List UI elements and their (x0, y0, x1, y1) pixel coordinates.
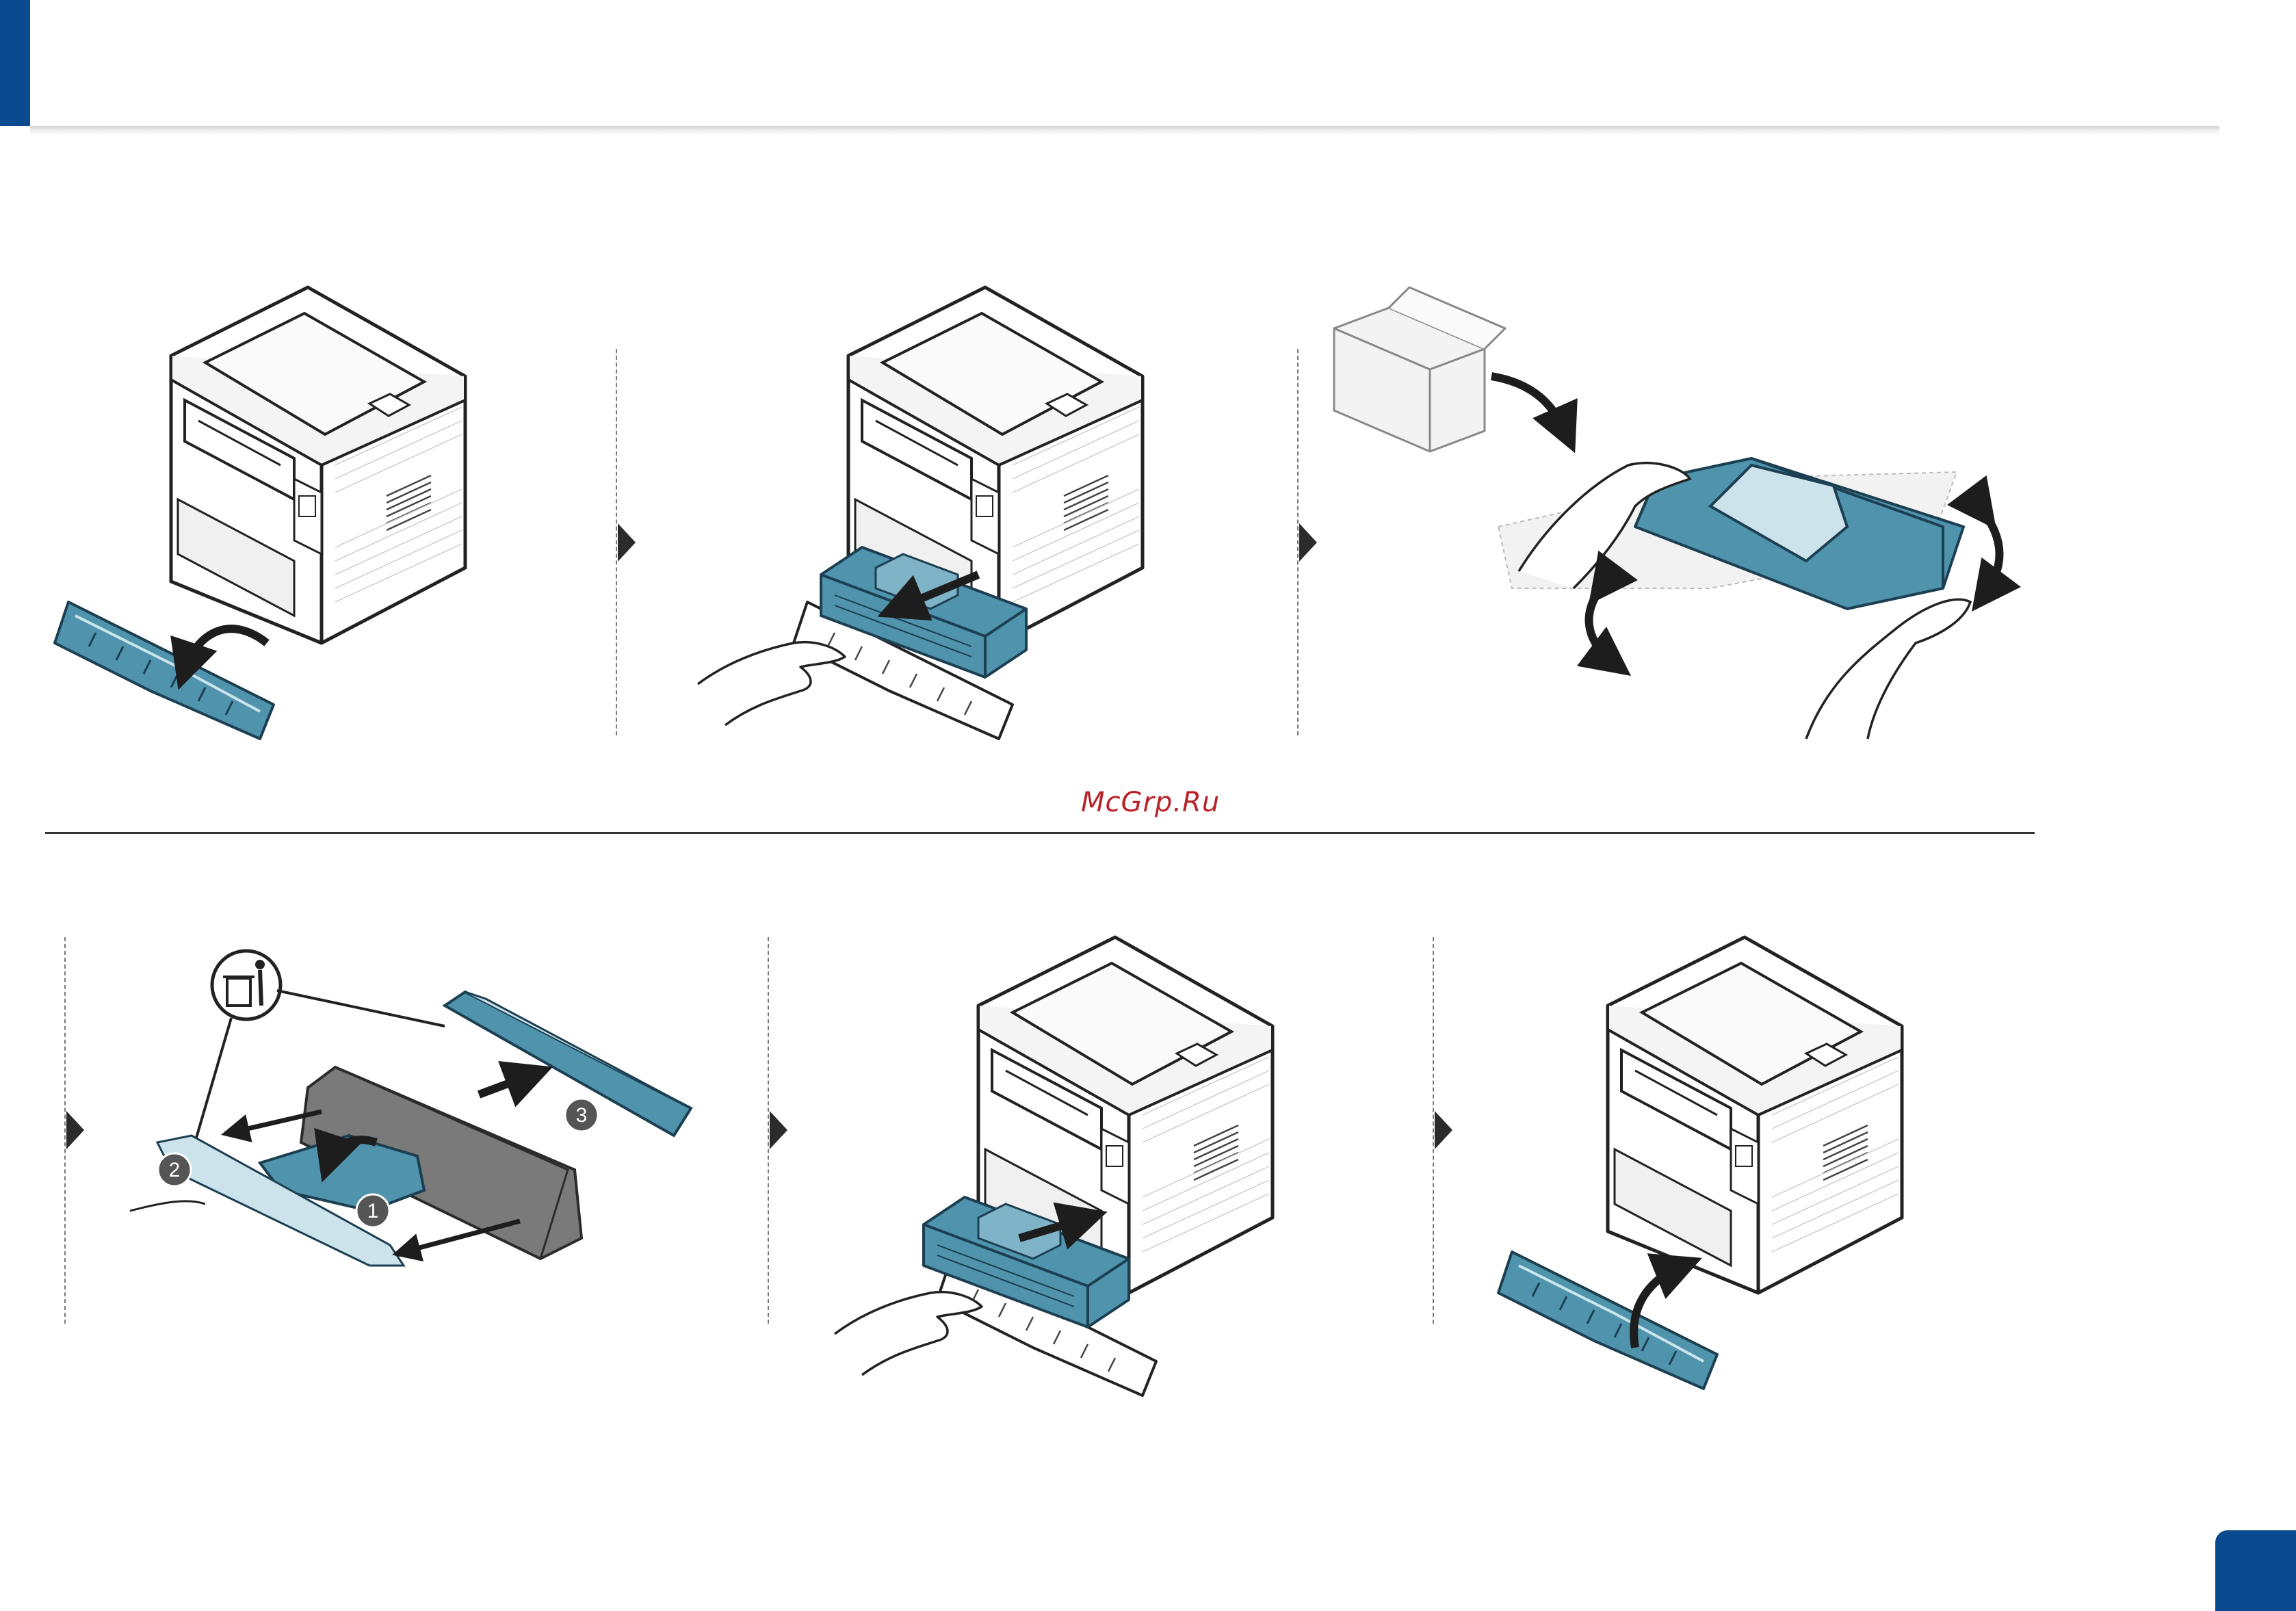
header-rule (30, 126, 2219, 135)
step-divider (768, 937, 769, 1324)
step-remove-packaging: 1 2 3 (130, 937, 732, 1293)
section-divider (45, 832, 2035, 834)
curved-arrow-icon (1984, 513, 2000, 595)
straight-arrow-icon (479, 1074, 534, 1095)
page-number-badge (2215, 1530, 2296, 1611)
step-arrow-icon (770, 1111, 787, 1149)
callout-2: 2 (169, 1159, 181, 1181)
step-arrow-icon (1299, 523, 1317, 562)
step-divider (1433, 937, 1434, 1324)
callout-1: 1 (367, 1200, 379, 1222)
step-divider (64, 937, 66, 1324)
callout-3: 3 (576, 1104, 588, 1127)
step-divider (1297, 349, 1299, 735)
step-arrow-icon (66, 1111, 84, 1149)
curved-arrow-icon (1491, 376, 1567, 434)
step-divider (616, 349, 617, 735)
step-arrow-icon (1435, 1111, 1452, 1149)
step-remove-cartridge (691, 260, 1238, 739)
step-open-front-cover (62, 260, 540, 739)
step-shake-new-cartridge (1327, 301, 2025, 752)
curved-arrow-icon (185, 629, 267, 670)
step-close-front-cover (1498, 896, 1991, 1423)
recycle-bin-icon (212, 951, 281, 1019)
curved-arrow-icon (1589, 588, 1615, 664)
watermark-text: McGrp.Ru (1081, 787, 1218, 818)
step-insert-cartridge (828, 896, 1375, 1423)
corner-tab (0, 0, 30, 126)
step-arrow-icon (618, 523, 636, 562)
